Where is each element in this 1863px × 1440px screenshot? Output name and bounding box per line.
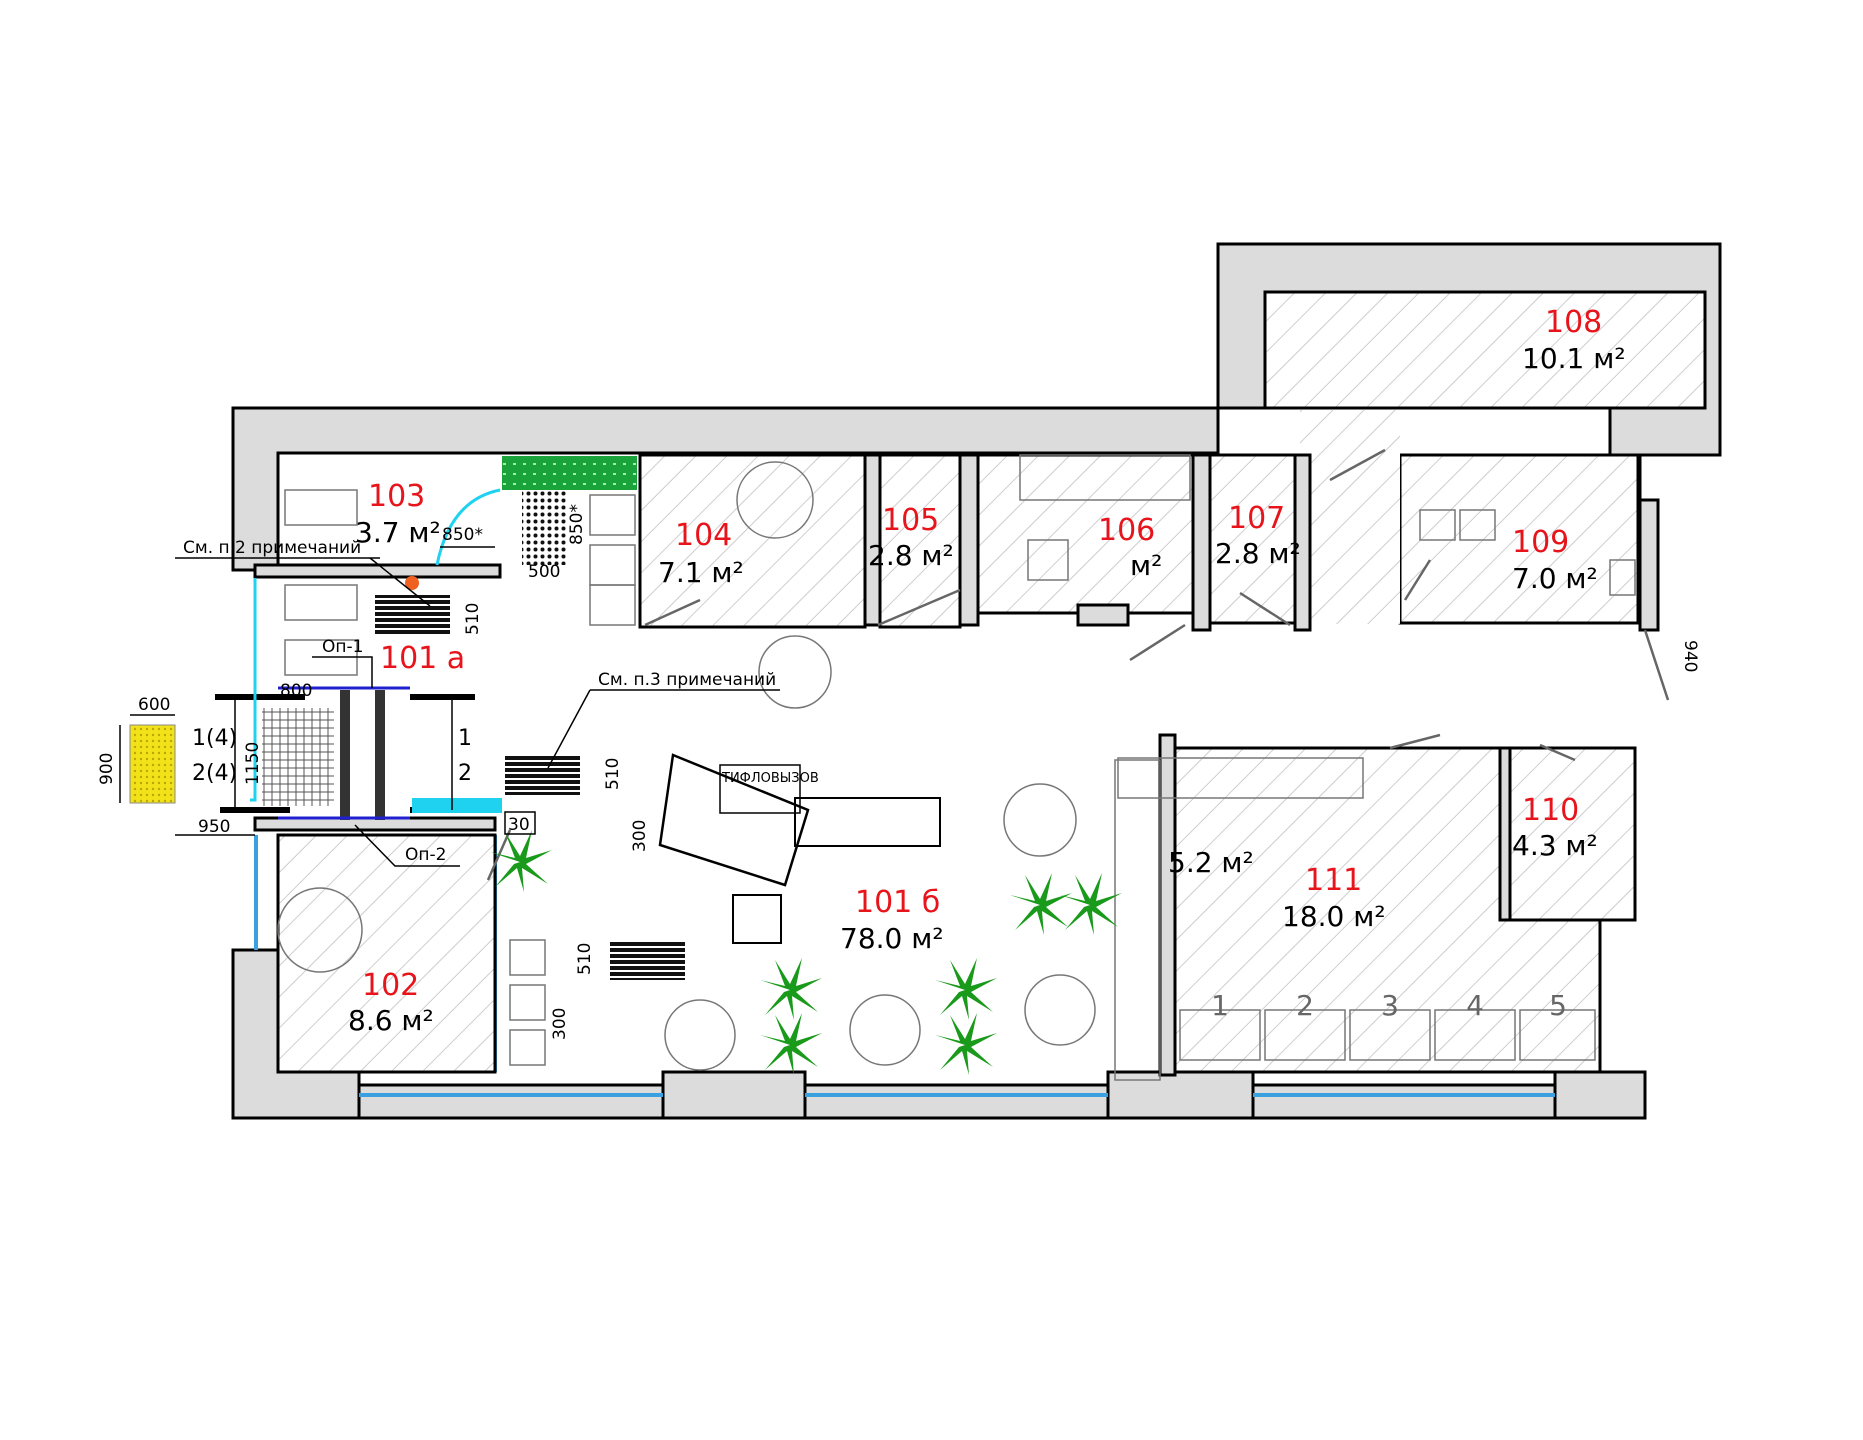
- room-area-107: 2.8 м²: [1215, 537, 1301, 570]
- tactile-dots: [522, 490, 567, 565]
- mat-grid: [262, 708, 334, 806]
- handrail-bar: [340, 690, 350, 820]
- mark-1: 1: [458, 726, 472, 751]
- room-104: [638, 453, 867, 629]
- dim-800: 800: [280, 681, 312, 701]
- grille-3: [610, 940, 685, 980]
- dim-1150: 1150: [243, 742, 263, 785]
- room-number-102: 102: [362, 968, 419, 1003]
- room-area-101b: 78.0 м²: [840, 922, 944, 955]
- dim-30: 30: [508, 815, 530, 835]
- room-number-108: 108: [1545, 305, 1602, 340]
- room-110: [1503, 746, 1637, 922]
- leaders: [119, 546, 780, 867]
- room-area-106: м²: [1130, 549, 1162, 582]
- dimensions: 850* 850* 500 510 800 600 900 1150 950 1…: [97, 504, 1700, 1040]
- room-109: [1398, 453, 1640, 625]
- room-number-110: 110: [1522, 793, 1579, 828]
- room-105: [878, 453, 962, 629]
- green-panel: [502, 456, 637, 490]
- room-number-109: 109: [1512, 525, 1569, 560]
- grille-1: [375, 595, 450, 635]
- room-102: [276, 833, 497, 1074]
- dim-300-low: 300: [550, 1008, 570, 1040]
- room-area-102: 8.6 м²: [348, 1004, 434, 1037]
- label-tiflo: ТИФЛОВЫЗОВ: [721, 771, 819, 786]
- plant-icon: [1060, 873, 1122, 935]
- cabin-number: 2: [1296, 989, 1314, 1022]
- dim-510-mid: 510: [603, 758, 623, 790]
- tactile-yellow: [129, 724, 176, 804]
- plant-icon: [760, 958, 822, 1020]
- plant-icon: [490, 830, 552, 892]
- room-number-101a: 101 а: [380, 641, 465, 676]
- cabins: 1 2 3 4 5: [1179, 989, 1596, 1061]
- annotations: См. п.2 примечаний См. п.3 примечаний Оп…: [183, 538, 819, 865]
- doors: [486, 448, 1670, 881]
- label-op2: Оп-2: [405, 845, 446, 865]
- dim-850-vertical: 850*: [567, 504, 587, 545]
- room-108: [1263, 290, 1707, 410]
- room-area-108: 10.1 м²: [1522, 342, 1626, 375]
- room-labels: 103 3.7 м² 101 а 104 7.1 м² 105 2.8 м² 1…: [348, 305, 1626, 1037]
- handrail-bar: [375, 690, 385, 820]
- dim-300-mid: 300: [630, 820, 650, 852]
- mark-2: 2: [458, 761, 472, 786]
- dim-510-low: 510: [575, 943, 595, 975]
- note-p3: См. п.3 примечаний: [598, 670, 776, 690]
- cabin-number: 5: [1549, 989, 1567, 1022]
- room-area-103: 3.7 м²: [355, 516, 441, 549]
- room-number-103: 103: [368, 479, 425, 514]
- room-number-101b: 101 б: [855, 885, 940, 920]
- dim-500: 500: [528, 562, 560, 582]
- room-area-104: 7.1 м²: [658, 556, 744, 589]
- room-area-105: 2.8 м²: [868, 539, 954, 572]
- room-number-111: 111: [1305, 863, 1362, 898]
- mark-1-4: 1(4): [192, 726, 237, 751]
- furniture: [277, 454, 1636, 1071]
- room-area-110: 4.3 м²: [1512, 829, 1598, 862]
- cabin-number: 4: [1466, 989, 1484, 1022]
- grille-2: [505, 755, 580, 795]
- room-number-107: 107: [1228, 501, 1285, 536]
- cabin-number: 3: [1381, 989, 1399, 1022]
- dim-900: 900: [97, 753, 117, 785]
- room-area-109: 7.0 м²: [1512, 562, 1598, 595]
- room-number-105: 105: [882, 503, 939, 538]
- dim-850-door: 850*: [442, 525, 483, 545]
- dim-950: 950: [198, 817, 230, 837]
- room-area-111: 18.0 м²: [1282, 900, 1386, 933]
- plant-icon: [935, 1013, 997, 1075]
- interior-walls: [253, 453, 1512, 1081]
- dim-940: 940: [1680, 640, 1700, 672]
- plant-icon: [1010, 873, 1072, 935]
- dim-600: 600: [138, 695, 170, 715]
- room-number-106: 106: [1098, 513, 1155, 548]
- room-106: [976, 453, 1195, 615]
- room-number-104: 104: [675, 518, 732, 553]
- room-107: [1208, 453, 1297, 625]
- plant-icon: [935, 958, 997, 1020]
- dim-510-top: 510: [463, 603, 483, 635]
- note-p2: См. п.2 примечаний: [183, 538, 361, 558]
- cabin-number: 1: [1211, 989, 1229, 1022]
- plant-icon: [760, 1013, 822, 1075]
- rooms: [276, 290, 1707, 1074]
- label-op1: Оп-1: [322, 637, 363, 657]
- room-area-111-sub: 5.2 м²: [1168, 846, 1254, 879]
- plant-icons: [490, 830, 1122, 1075]
- mark-2-4: 2(4): [192, 761, 237, 786]
